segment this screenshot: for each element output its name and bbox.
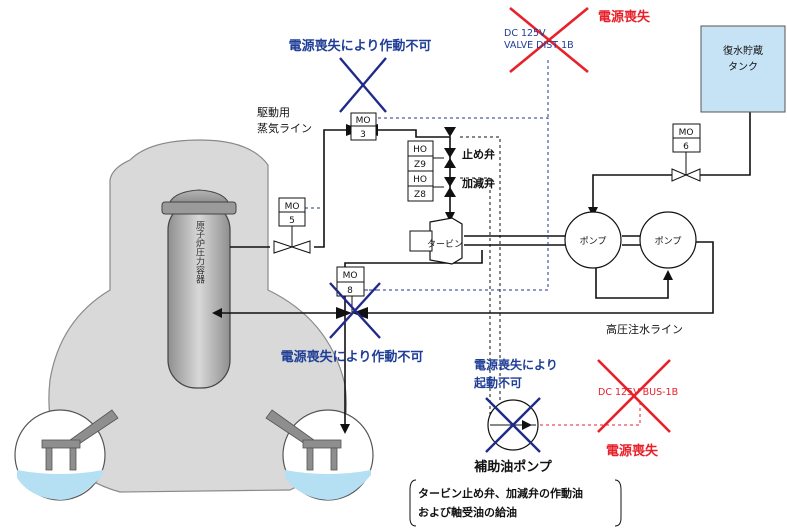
vent-pipe-right [265,409,342,471]
control-wiring-black [460,136,501,425]
valve-mo6: MO 6 [671,123,701,182]
steam-line-label-2: 蒸気ライン [257,121,312,135]
vent-pipe-left [41,409,119,471]
steam-line-label-1: 駆動用 [257,105,290,119]
governor-valve-label: 加減弁 [461,176,495,190]
pool-water-left [17,470,103,500]
control-wiring-blue [305,60,549,291]
turbine: タービン [409,217,463,265]
lower-inop-label: 電源喪失により作動不可 [281,349,424,365]
fail-mark-dc-valve-dist [509,6,589,74]
power-loss-top-label: 電源喪失 [598,9,651,25]
pump2-label: ポンプ [655,236,682,247]
fail-mark-mo8 [329,282,381,339]
pump-2: ポンプ [639,211,697,269]
piping [222,112,751,426]
dc-valve-line2: VALVE DIST 1B [504,40,574,51]
rpv-label: 原子炉圧力容器 [194,220,205,283]
valve-mo3: MO 3 [346,112,378,141]
cannot-start-label-1: 電源喪失により [474,357,558,372]
pool-water-right [285,470,371,500]
ho-z9-num: Z9 [414,160,426,170]
aux-oil-pump-label: 補助油ポンプ [473,459,553,475]
ho-z9-tag: HO [413,145,427,155]
fail-mark-mo3 [339,57,387,113]
valve-mo5: MO 5 [273,197,311,254]
valve-ho-z8: HO Z8 [407,170,456,202]
mo8-tag: MO [343,271,358,281]
mo3-tag: MO [356,116,371,126]
note-line-2: および軸受油の給油 [418,505,517,519]
note-line-1: タービン止め弁、加減弁の作動油 [418,486,583,500]
header-inop-label: 電源喪失により作動不可 [289,38,432,54]
pump1-label: ポンプ [580,236,607,247]
mo6-tag: MO [679,128,694,138]
ho-z8-tag: HO [413,175,427,185]
cst-label-line2: タンク [728,61,758,73]
stop-valve-label: 止め弁 [462,147,495,161]
mo5-num: 5 [289,216,295,226]
mo8-num: 8 [347,286,353,296]
dc-valve-line1: DC 125V [504,28,546,39]
dc-bus-label: DC 125V BUS-1B [598,387,678,398]
pump-1: ポンプ [564,211,622,269]
containment-vessel: 原子炉圧力容器 [14,139,374,501]
fail-mark-aux-pump [485,397,541,453]
mo3-num: 3 [360,130,366,140]
mo6-num: 6 [683,142,689,152]
mo5-tag: MO [285,202,300,212]
control-wiring-red [540,400,641,426]
cst-label-line1: 復水貯蔵 [723,44,763,57]
fail-mark-dc-bus [597,359,671,433]
ho-z8-num: Z8 [414,190,426,200]
condensate-storage-tank [700,25,786,113]
hp-injection-line-label: 高圧注水ライン [606,322,683,336]
valve-ho-z9: HO Z9 [407,140,456,172]
valve-mo8: MO 8 [336,266,368,319]
power-loss-bottom-label: 電源喪失 [606,443,659,459]
turbine-label: タービン [427,239,463,250]
cannot-start-label-2: 起動不可 [473,375,522,390]
